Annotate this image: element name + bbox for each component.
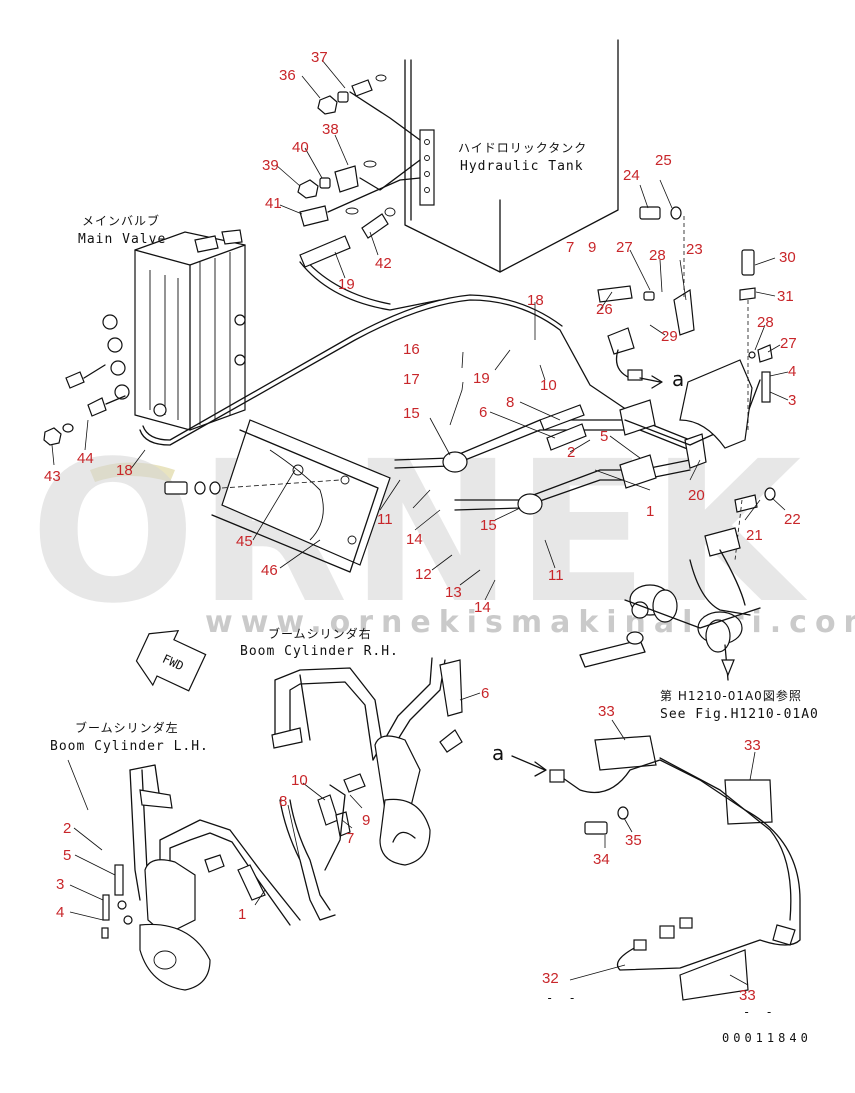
- wiring-harness: [549, 735, 801, 1001]
- bracket-hardware: [597, 206, 776, 561]
- callout-25: 25: [655, 152, 672, 169]
- callout-5-lh: 5: [63, 847, 71, 864]
- callout-18-left: 18: [116, 462, 133, 479]
- callout-1: 1: [646, 503, 654, 520]
- hose-18: [139, 299, 631, 446]
- callout-3-lh: 3: [56, 876, 64, 893]
- callout-14-top: 14: [406, 531, 423, 548]
- dash-mark-2: - -: [743, 1005, 777, 1019]
- main-valve-label-jp: メインバルブ: [82, 213, 160, 228]
- callout-29: 29: [661, 328, 678, 345]
- callout-8: 8: [506, 394, 514, 411]
- callout-4-lh: 4: [56, 904, 64, 921]
- callout-9-rh: 9: [362, 812, 370, 829]
- callout-46: 46: [261, 562, 278, 579]
- callout-20: 20: [688, 487, 705, 504]
- callout-10: 10: [540, 377, 557, 394]
- boom-lh-label-jp: ブームシリンダ左: [75, 720, 179, 735]
- callout-44: 44: [77, 450, 94, 467]
- callout-30: 30: [779, 249, 796, 266]
- callout-38: 38: [322, 121, 339, 138]
- callout-43: 43: [44, 468, 61, 485]
- callout-17: 17: [403, 371, 420, 388]
- callout-33-top: 33: [598, 703, 615, 720]
- callout-27-right: 27: [780, 335, 797, 352]
- callout-5: 5: [600, 428, 608, 445]
- callout-36: 36: [279, 67, 296, 84]
- callout-31: 31: [777, 288, 794, 305]
- callout-3-top: 3: [788, 392, 796, 409]
- pump-assembly: [579, 527, 761, 681]
- dash-mark-1: - -: [546, 991, 580, 1005]
- callout-2: 2: [567, 444, 575, 461]
- leader-lines: [51, 59, 789, 986]
- valve-block-assembly: [394, 327, 761, 515]
- callout-6: 6: [479, 404, 487, 421]
- callout-6-rh: 6: [481, 685, 489, 702]
- callout-11-right: 11: [548, 567, 564, 584]
- callout-28-top: 28: [649, 247, 666, 264]
- callout-35: 35: [625, 832, 642, 849]
- callout-13: 13: [445, 584, 462, 601]
- callout-41: 41: [265, 195, 282, 212]
- callout-33-right: 33: [744, 737, 761, 754]
- callout-19: 19: [473, 370, 490, 387]
- fwd-arrow: FWD: [135, 629, 207, 692]
- callout-19-tank: 19: [338, 276, 355, 293]
- callout-42: 42: [375, 255, 392, 272]
- callout-15-bottom: 15: [480, 517, 497, 534]
- callout-9-top: 9: [588, 239, 596, 256]
- hydraulic-tank: [404, 39, 619, 273]
- callout-4-top: 4: [788, 363, 796, 380]
- drawing-number: 00011840: [722, 1031, 812, 1045]
- boom-rh-label-jp: ブームシリンダ右: [268, 626, 372, 641]
- callout-34: 34: [593, 851, 610, 868]
- callout-12: 12: [415, 566, 432, 583]
- callout-22: 22: [784, 511, 801, 528]
- callout-39: 39: [262, 157, 279, 174]
- watermark-url: www.ornekismakinalari.com.tr: [205, 605, 855, 640]
- valve-side-fittings: [43, 364, 126, 446]
- callout-21: 21: [746, 527, 763, 544]
- callout-8-rh: 8: [279, 793, 287, 810]
- see-fig-label-jp: 第 H1210-01A0図参照: [660, 688, 802, 703]
- callout-1-lh: 1: [238, 906, 246, 923]
- part-callouts: 37 36 38 40 39 41 42 19 43 44 18 16 17 1…: [44, 49, 801, 1004]
- boom-cylinder-rh: [271, 657, 463, 921]
- callout-15-top: 15: [403, 405, 420, 422]
- callout-7-rh: 7: [346, 830, 354, 847]
- callout-26: 26: [596, 301, 613, 318]
- callout-33-bottom: 33: [739, 987, 756, 1004]
- main-valve: [102, 229, 246, 431]
- tank-fittings: [297, 74, 421, 239]
- boom-rh-label-en: Boom Cylinder R.H.: [240, 644, 399, 659]
- callout-2-lh: 2: [63, 820, 71, 837]
- callout-14-bottom: 14: [474, 599, 491, 616]
- main-valve-label-en: Main Valve: [78, 232, 166, 247]
- callout-37: 37: [311, 49, 328, 66]
- boom-cylinder-lh: [101, 764, 301, 991]
- view-marker-a-bottom: a: [492, 741, 504, 765]
- callout-18-right: 18: [527, 292, 544, 309]
- callout-27-top: 27: [616, 239, 633, 256]
- hose-19: [299, 261, 441, 311]
- callout-7-top: 7: [566, 239, 574, 256]
- mounting-plate: [164, 419, 391, 573]
- callout-10-rh: 10: [291, 772, 308, 789]
- callout-32: 32: [542, 970, 559, 987]
- callout-16: 16: [403, 341, 420, 358]
- see-fig-label-en: See Fig.H1210-01A0: [660, 707, 819, 722]
- callout-23: 23: [686, 241, 703, 258]
- view-marker-a-top: a: [672, 367, 684, 391]
- tank-label-jp: ハイドロリックタンク: [458, 141, 587, 155]
- watermark-accent-mark: [90, 462, 175, 482]
- callout-28-right: 28: [757, 314, 774, 331]
- boom-lh-label-en: Boom Cylinder L.H.: [50, 739, 209, 754]
- callout-24: 24: [623, 167, 640, 184]
- callout-40: 40: [292, 139, 309, 156]
- callout-45: 45: [236, 533, 253, 550]
- callout-11-left: 11: [377, 511, 393, 528]
- tank-label-en: Hydraulic Tank: [460, 159, 584, 174]
